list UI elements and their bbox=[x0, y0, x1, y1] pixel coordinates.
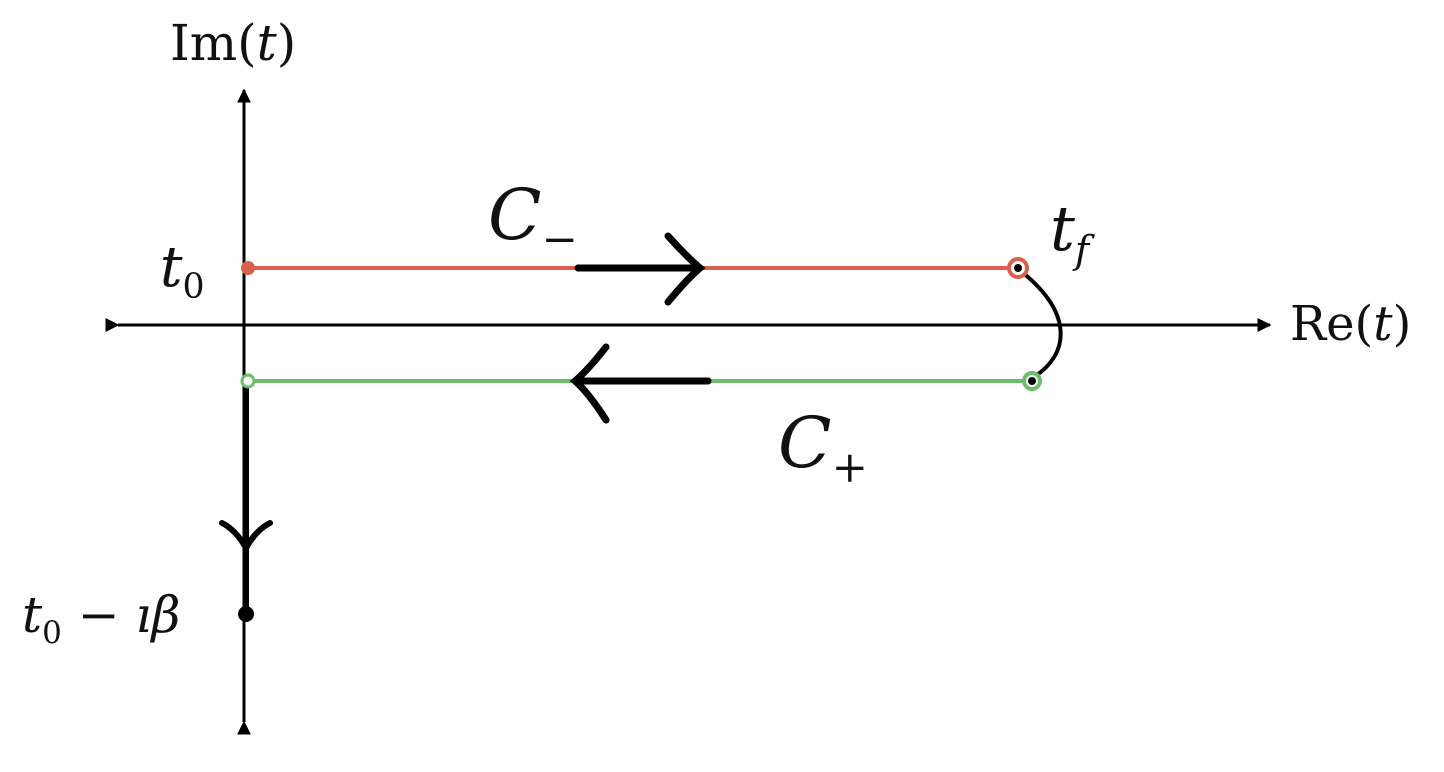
t0-minus-i-beta-point bbox=[238, 606, 254, 622]
tf-label: tf bbox=[1050, 192, 1090, 274]
imaginary-axis-label: Im(t) bbox=[170, 14, 297, 72]
tf-upper-point-dot bbox=[1014, 264, 1022, 272]
t0-label: t0 bbox=[160, 235, 205, 308]
backward-direction-arrow-icon bbox=[569, 343, 712, 424]
downward-direction-arrow-icon bbox=[219, 520, 273, 555]
turning-arc bbox=[1020, 270, 1063, 379]
real-axis-label: Re(t) bbox=[1290, 296, 1412, 352]
t0-minus-i-beta-label: t0 − ıβ bbox=[22, 586, 181, 651]
t0-lower-point bbox=[240, 373, 256, 389]
contour-c-minus-label: C− bbox=[488, 174, 578, 266]
tf-lower-point-dot bbox=[1028, 377, 1036, 385]
contour-c-plus-label: C+ bbox=[778, 402, 868, 494]
t0-point bbox=[241, 261, 255, 275]
forward-direction-arrow-icon bbox=[574, 232, 706, 306]
